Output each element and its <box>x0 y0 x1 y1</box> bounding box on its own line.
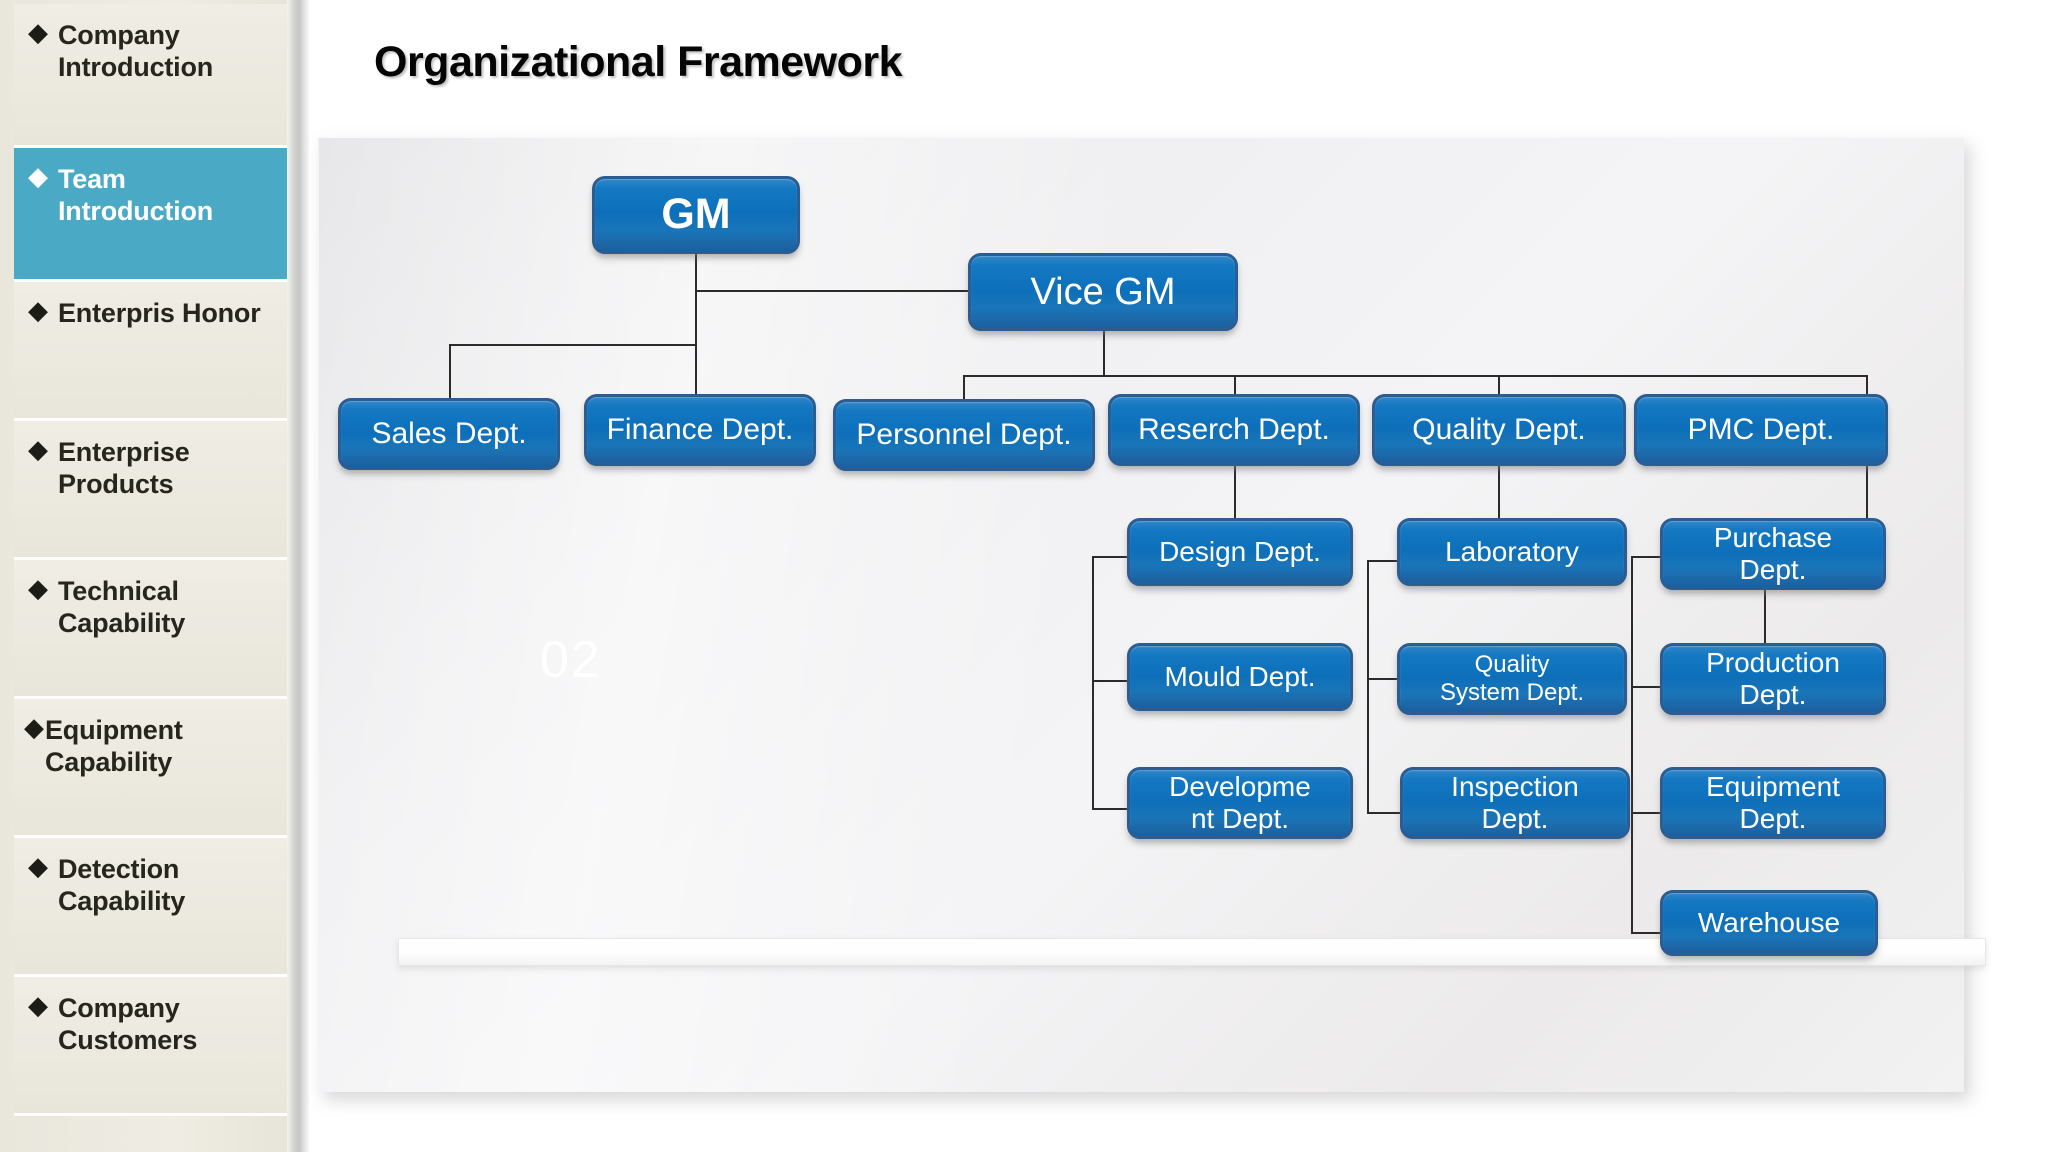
sidebar-item-label: Technical Capability <box>58 576 186 638</box>
node-label: Vice GM <box>1030 270 1176 313</box>
sidebar-item-label: Company Introduction <box>58 20 214 82</box>
node-warehouse[interactable]: Warehouse <box>1660 890 1878 956</box>
page-title: Organizational Framework <box>374 38 903 86</box>
node-pmc-dept[interactable]: PMC Dept. <box>1634 394 1888 466</box>
node-equipment-dept[interactable]: Equipment Dept. <box>1660 767 1886 839</box>
node-label: Laboratory <box>1445 535 1579 567</box>
connector-quality-substem <box>1498 466 1500 520</box>
node-sales-dept[interactable]: Sales Dept. <box>338 398 560 470</box>
node-reserch-dept[interactable]: Reserch Dept. <box>1108 394 1360 466</box>
connector-vicegm-bus <box>963 375 1868 377</box>
sidebar-item-label: Enterprise Products <box>58 437 190 499</box>
connector-research-drop <box>1234 375 1236 396</box>
sidebar-item-team-introduction[interactable]: ◆ Team Introduction <box>14 148 287 282</box>
node-label: Reserch Dept. <box>1138 412 1330 446</box>
sidebar-item-company-customers[interactable]: ◆ Company Customers <box>14 977 287 1116</box>
connector-pmc-to-production <box>1631 686 1665 688</box>
sidebar-item-label: Detection Capability <box>58 854 186 916</box>
node-label: Warehouse <box>1697 906 1841 938</box>
node-purchase-dept[interactable]: Purchase Dept. <box>1660 518 1886 590</box>
connector-research-bracket <box>1092 556 1094 810</box>
node-label: Developme nt Dept. <box>1169 770 1311 834</box>
node-mould-dept[interactable]: Mould Dept. <box>1127 643 1353 711</box>
connector-vicegm-stem <box>1103 331 1105 376</box>
sidebar-item-enterprise-products[interactable]: ◆ Enterprise Products <box>14 421 287 560</box>
connector-pmc-drop <box>1866 375 1868 396</box>
sidebar-item-label: Company Customers <box>58 993 198 1055</box>
diamond-bullet-icon: ◆ <box>28 574 48 604</box>
diamond-bullet-icon: ◆ <box>28 296 48 326</box>
node-production-dept[interactable]: Production Dept. <box>1660 643 1886 715</box>
sidebar-item-label: Team Introduction <box>58 164 214 226</box>
connector-pmc-substem <box>1866 466 1868 520</box>
node-label: Personnel Dept. <box>856 417 1072 451</box>
diamond-bullet-icon: ◆ <box>28 852 48 882</box>
connector-gm-to-vicegm <box>695 290 969 292</box>
sidebar-item-equipment-capability[interactable]: ◆ Equipment Capability <box>14 699 287 838</box>
connector-pmc-to-purchase <box>1631 556 1665 558</box>
connector-research-to-mould <box>1092 680 1130 682</box>
node-label: Production Dept. <box>1706 646 1840 710</box>
diamond-bullet-icon: ◆ <box>28 162 48 192</box>
diamond-bullet-icon: ◆ <box>28 18 48 48</box>
node-finance-dept[interactable]: Finance Dept. <box>584 394 816 466</box>
node-label: PMC Dept. <box>1687 412 1835 446</box>
node-label: GM <box>661 190 731 239</box>
node-label: Design Dept. <box>1159 535 1321 567</box>
node-laboratory[interactable]: Laboratory <box>1397 518 1627 586</box>
sidebar-item-label: Enterpris Honor <box>58 298 261 328</box>
connector-quality-bracket <box>1367 560 1369 812</box>
node-label: Inspection Dept. <box>1451 770 1579 834</box>
node-label: Finance Dept. <box>606 412 794 446</box>
connector-quality-drop <box>1498 375 1500 396</box>
sidebar-item-company-introduction[interactable]: ◆ Company Introduction <box>14 4 287 148</box>
connector-purchase-to-production <box>1764 590 1766 646</box>
connector-pmc-bracket <box>1631 556 1633 932</box>
connector-quality-to-inspection <box>1367 812 1403 814</box>
connector-gm-bus-left <box>449 344 697 346</box>
slide-number-watermark: 02 <box>540 631 602 689</box>
node-design-dept[interactable]: Design Dept. <box>1127 518 1353 586</box>
node-gm[interactable]: GM <box>592 176 800 254</box>
node-vice-gm[interactable]: Vice GM <box>968 253 1238 331</box>
sidebar-divider <box>287 0 309 1152</box>
sidebar-item-detection-capability[interactable]: ◆ Detection Capability <box>14 838 287 977</box>
node-personnel-dept[interactable]: Personnel Dept. <box>833 399 1095 471</box>
diamond-bullet-icon: ◆ <box>28 991 48 1021</box>
connector-pmc-to-equipment <box>1631 812 1665 814</box>
connector-quality-to-laboratory <box>1367 560 1401 562</box>
connector-research-substem <box>1234 466 1236 520</box>
connector-research-to-development <box>1092 808 1130 810</box>
node-inspection-dept[interactable]: Inspection Dept. <box>1400 767 1630 839</box>
node-label: Sales Dept. <box>371 416 527 450</box>
connector-pmc-to-warehouse <box>1631 932 1665 934</box>
sidebar-item-technical-capability[interactable]: ◆ Technical Capability <box>14 560 287 699</box>
connector-quality-to-qsystem <box>1367 678 1401 680</box>
diamond-bullet-icon: ◆ <box>24 713 44 743</box>
node-quality-system-dept[interactable]: Quality System Dept. <box>1397 643 1627 715</box>
connector-personnel-drop <box>963 375 965 401</box>
sidebar-item-enterpris-honor[interactable]: ◆ Enterpris Honor <box>14 282 287 421</box>
diamond-bullet-icon: ◆ <box>28 435 48 465</box>
connector-sales-drop <box>449 344 451 400</box>
node-label: Equipment Dept. <box>1706 770 1840 834</box>
node-label: Quality Dept. <box>1412 412 1586 446</box>
sidebar-navigation: ◆ Company Introduction ◆ Team Introducti… <box>0 0 287 1152</box>
sidebar-item-label: Equipment Capability <box>45 715 183 777</box>
connector-research-to-design <box>1092 556 1130 558</box>
node-quality-dept[interactable]: Quality Dept. <box>1372 394 1626 466</box>
node-development-dept[interactable]: Developme nt Dept. <box>1127 767 1353 839</box>
node-label: Quality System Dept. <box>1439 651 1585 706</box>
node-label: Purchase Dept. <box>1713 521 1833 585</box>
connector-gm-stem <box>695 254 697 312</box>
node-label: Mould Dept. <box>1164 660 1316 692</box>
